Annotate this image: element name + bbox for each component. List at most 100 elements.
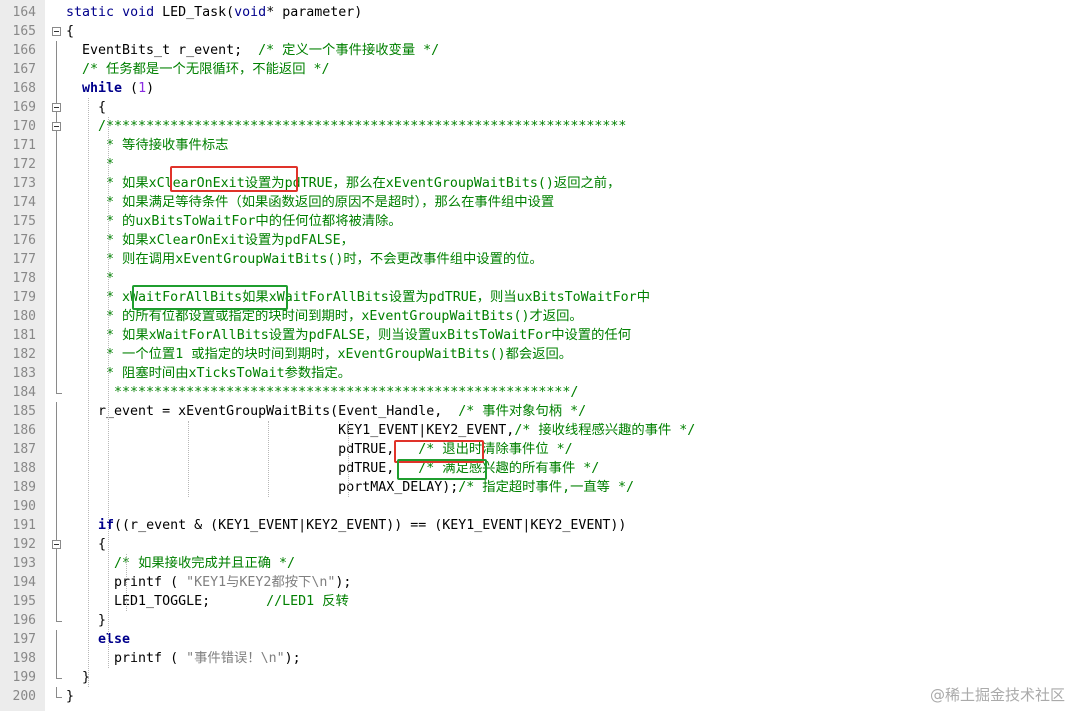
code-token: //LED1 反转 — [266, 594, 349, 609]
fold-toggle-icon[interactable] — [52, 117, 61, 136]
indent-guide — [108, 117, 109, 668]
line-number: 166 — [12, 43, 36, 58]
code-line[interactable]: 168 while (1) — [0, 79, 1073, 98]
line-number: 180 — [12, 309, 36, 324]
fold-toggle-icon[interactable] — [52, 22, 61, 41]
code-text: } — [66, 687, 74, 706]
code-text: * 一个位置1 或指定的块时间到期时，xEventGroupWaitBits()… — [66, 345, 572, 364]
fold-line — [52, 649, 61, 668]
code-line[interactable]: 178 * — [0, 269, 1073, 288]
code-line[interactable]: 184 ************************************… — [0, 383, 1073, 402]
code-line[interactable]: 165{ — [0, 22, 1073, 41]
code-line[interactable]: 167 /* 任务都是一个无限循环，不能返回 */ — [0, 60, 1073, 79]
code-token: pdTRUE, — [66, 461, 419, 476]
code-line[interactable]: 193 /* 如果接收完成并且正确 */ — [0, 554, 1073, 573]
code-token: "KEY1与KEY2都按下\n" — [186, 575, 336, 590]
code-text: while (1) — [66, 79, 154, 98]
fold-line — [52, 345, 61, 364]
code-token: /* 事件对象句柄 */ — [458, 404, 587, 419]
code-line[interactable]: 171 * 等待接收事件标志 — [0, 136, 1073, 155]
code-token: ( — [122, 81, 139, 96]
line-number: 194 — [12, 575, 36, 590]
code-line[interactable]: 180 * 的所有位都设置或指定的块时间到期时，xEventGroupWaitB… — [0, 307, 1073, 326]
code-token: ); — [335, 575, 352, 590]
code-text: * 的uxBitsToWaitFor中的任何位都将被清除。 — [66, 212, 402, 231]
code-text: EventBits_t r_event; /* 定义一个事件接收变量 */ — [66, 41, 439, 60]
code-line[interactable]: 194 printf ( "KEY1与KEY2都按下\n"); — [0, 573, 1073, 592]
code-line[interactable]: 199 } — [0, 668, 1073, 687]
code-token: * 的uxBitsToWaitFor中的任何位都将被清除。 — [66, 214, 402, 229]
line-number: 183 — [12, 366, 36, 381]
code-line[interactable]: 185 r_event = xEventGroupWaitBits(Event_… — [0, 402, 1073, 421]
code-line[interactable]: 198 printf ( "事件错误！\n"); — [0, 649, 1073, 668]
fold-line — [52, 212, 61, 231]
code-line[interactable]: 186 KEY1_EVENT|KEY2_EVENT,/* 接收线程感兴趣的事件 … — [0, 421, 1073, 440]
code-line[interactable]: 179 * xWaitForAllBits如果xWaitForAllBits设置… — [0, 288, 1073, 307]
code-text: ****************************************… — [66, 383, 578, 402]
code-text: * 如果xClearOnExit设置为pdTRUE，那么在xEventGroup… — [66, 174, 620, 193]
code-text: } — [66, 611, 106, 630]
code-line[interactable]: 187 pdTRUE, /* 退出时清除事件位 */ — [0, 440, 1073, 459]
code-line[interactable]: 188 pdTRUE, /* 满足感兴趣的所有事件 */ — [0, 459, 1073, 478]
line-number: 178 — [12, 271, 36, 286]
indent-guide — [188, 421, 189, 497]
fold-line — [52, 250, 61, 269]
code-line[interactable]: 170 /***********************************… — [0, 117, 1073, 136]
code-line[interactable]: 195 LED1_TOGGLE; //LED1 反转 — [0, 592, 1073, 611]
code-token: 1 — [138, 81, 147, 96]
code-line[interactable]: 189 portMAX_DELAY);/* 指定超时事件,一直等 */ — [0, 478, 1073, 497]
line-number: 190 — [12, 499, 36, 514]
line-number: 184 — [12, 385, 36, 400]
code-line[interactable]: 166 EventBits_t r_event; /* 定义一个事件接收变量 *… — [0, 41, 1073, 60]
code-line[interactable]: 177 * 则在调用xEventGroupWaitBits()时，不会更改事件组… — [0, 250, 1073, 269]
code-line[interactable]: 200} — [0, 687, 1073, 706]
code-text: { — [66, 98, 106, 117]
code-line[interactable]: 182 * 一个位置1 或指定的块时间到期时，xEventGroupWaitBi… — [0, 345, 1073, 364]
code-line[interactable]: 192 { — [0, 535, 1073, 554]
code-token: { — [66, 100, 107, 115]
fold-line — [52, 364, 61, 383]
code-line[interactable]: 174 * 如果满足等待条件（如果函数返回的原因不是超时），那么在事件组中设置 — [0, 193, 1073, 212]
line-number: 198 — [12, 651, 36, 666]
line-number: 167 — [12, 62, 36, 77]
code-token: * 等待接收事件标志 — [66, 138, 229, 153]
code-text: * 的所有位都设置或指定的块时间到期时，xEventGroupWaitBits(… — [66, 307, 583, 326]
fold-line — [52, 60, 61, 79]
code-line[interactable]: 196 } — [0, 611, 1073, 630]
code-token: ****************************************… — [66, 385, 579, 400]
code-line[interactable]: 175 * 的uxBitsToWaitFor中的任何位都将被清除。 — [0, 212, 1073, 231]
code-token: else — [98, 632, 131, 647]
fold-end-icon — [52, 668, 62, 687]
fold-line — [52, 41, 61, 60]
indent-guide — [126, 554, 127, 611]
line-number: 179 — [12, 290, 36, 305]
line-number: 188 — [12, 461, 36, 476]
code-token: /* 任务都是一个无限循环，不能返回 */ — [82, 62, 330, 77]
code-line[interactable]: 197 else — [0, 630, 1073, 649]
fold-toggle-icon[interactable] — [52, 535, 61, 554]
line-number: 182 — [12, 347, 36, 362]
code-line[interactable]: 173 * 如果xClearOnExit设置为pdTRUE，那么在xEventG… — [0, 174, 1073, 193]
line-number: 168 — [12, 81, 36, 96]
code-line[interactable]: 183 * 阻塞时间由xTicksToWait参数指定。 — [0, 364, 1073, 383]
code-token — [66, 632, 98, 647]
code-token — [66, 556, 114, 571]
code-line[interactable]: 190 — [0, 497, 1073, 516]
code-line[interactable]: 176 * 如果xClearOnExit设置为pdFALSE， — [0, 231, 1073, 250]
code-text: * 如果xWaitForAllBits设置为pdFALSE，则当设置uxBits… — [66, 326, 631, 345]
code-text: * — [66, 155, 114, 174]
code-text: LED1_TOGGLE; //LED1 反转 — [66, 592, 349, 611]
code-token: * 则在调用xEventGroupWaitBits()时，不会更改事件组中设置的… — [66, 252, 543, 267]
highlight-box-pdtrue-1 — [394, 440, 484, 463]
code-line[interactable]: 191 if((r_event & (KEY1_EVENT|KEY2_EVENT… — [0, 516, 1073, 535]
code-token: * — [66, 271, 115, 286]
code-line[interactable]: 181 * 如果xWaitForAllBits设置为pdFALSE，则当设置ux… — [0, 326, 1073, 345]
code-line[interactable]: 169 { — [0, 98, 1073, 117]
fold-toggle-icon[interactable] — [52, 98, 61, 117]
code-line[interactable]: 172 * — [0, 155, 1073, 174]
code-text: /***************************************… — [66, 117, 626, 136]
code-token: } — [66, 613, 107, 628]
fold-line — [52, 326, 61, 345]
